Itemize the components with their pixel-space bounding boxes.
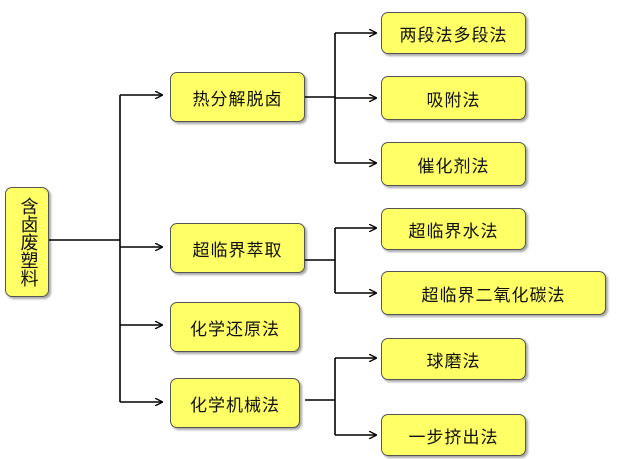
level1-node-chemical-mechanical: 化学机械法 — [170, 378, 300, 428]
level1-node-chemical-reduction: 化学还原法 — [170, 302, 300, 352]
level2-node-adsorption: 吸附法 — [381, 76, 526, 120]
level1-node-thermal-dehalogenation: 热分解脱卤 — [170, 72, 305, 122]
level2-node-supercritical-water: 超临界水法 — [381, 208, 526, 250]
level1-node-supercritical-extraction: 超临界萃取 — [170, 223, 305, 273]
level2-node-two-stage: 两段法多段法 — [381, 12, 526, 54]
level2-node-ball-milling: 球磨法 — [381, 338, 526, 380]
level2-node-one-step-extrusion: 一步挤出法 — [381, 414, 526, 456]
level2-node-supercritical-co2: 超临界二氧化碳法 — [381, 271, 606, 315]
root-node: 含卤废塑料 — [5, 187, 49, 297]
level2-node-catalyst: 催化剂法 — [381, 142, 526, 186]
